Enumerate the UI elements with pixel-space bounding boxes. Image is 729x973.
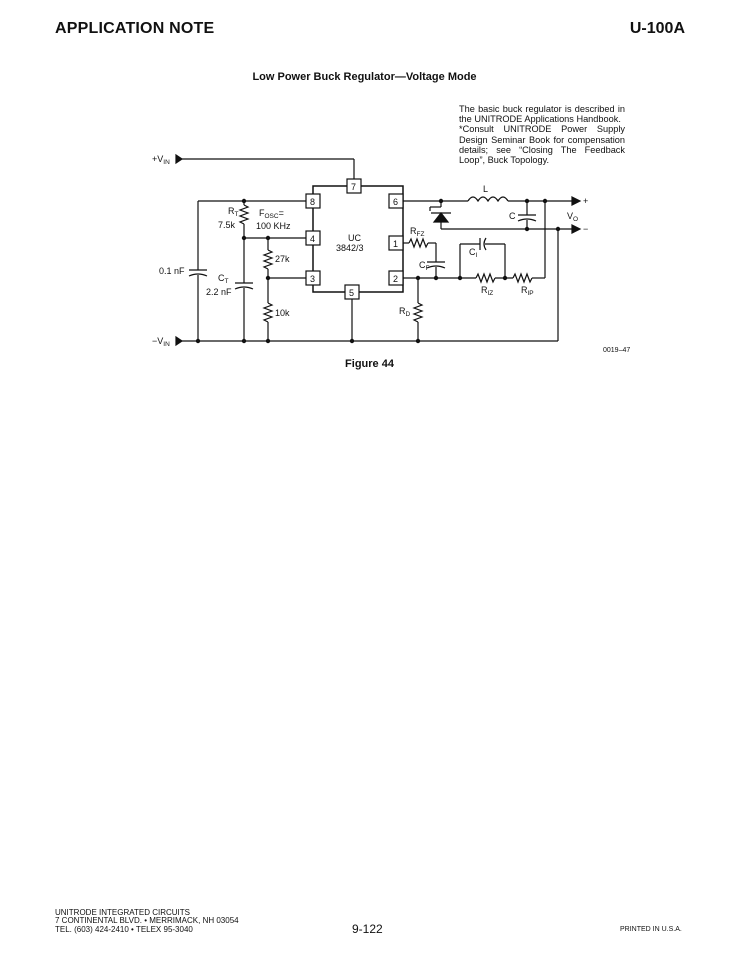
pin-8-label: 8 [310, 197, 315, 207]
fosc-label: FOSC= [259, 208, 284, 220]
pin-1-label: 1 [393, 239, 398, 249]
ct-value: 2.2 nF [206, 287, 232, 297]
buck-regulator-schematic: 7 8 4 3 5 6 1 2 +VIN −VIN UC 3842/3 RT 7… [152, 153, 588, 348]
footer-line-1: UNITRODE INTEGRATED CIRCUITS [55, 908, 190, 917]
description-note: The basic buck regulator is described in… [459, 104, 625, 165]
rd-label: RD [399, 306, 411, 318]
figure-label: Figure 44 [345, 358, 394, 370]
rip-label: RIP [521, 285, 534, 297]
rt-label: RT [228, 206, 239, 218]
pin-5-label: 5 [349, 288, 354, 298]
vo-label: VO [567, 211, 578, 223]
c-in-label: 0.1 nF [159, 266, 185, 276]
pin-4-label: 4 [310, 234, 315, 244]
header-title: APPLICATION NOTE [55, 20, 215, 37]
figure-code: 0019–47 [603, 347, 631, 354]
pin-3-label: 3 [310, 274, 315, 284]
pin-2-label: 2 [393, 274, 398, 284]
pin-7-label: 7 [351, 182, 356, 192]
ct-label: CT [218, 273, 229, 285]
fosc-value: 100 KHz [256, 221, 291, 231]
footer-address: UNITRODE INTEGRATED CIRCUITS 7 CONTINENT… [55, 908, 239, 934]
figure-title: Low Power Buck Regulator—Voltage Mode [252, 71, 477, 83]
output-plus-label: + [583, 196, 588, 206]
footer-line-2: 7 CONTINENTAL BLVD. • MERRIMACK, NH 0305… [55, 916, 239, 926]
page-number: 9-122 [352, 922, 383, 936]
note-line-1: The basic buck regulator is described in… [459, 104, 625, 125]
inductor-label: L [483, 184, 488, 194]
rfz-label: RFZ [410, 226, 424, 238]
c-out-label: C [509, 211, 516, 221]
r27k-label: 27k [275, 254, 290, 264]
vin-minus-label: −VIN [152, 336, 170, 348]
ic-name-line-1: UC [348, 233, 361, 243]
note-line-2: *Consult UNITRODE Power Supply Design Se… [459, 124, 625, 166]
rt-value: 7.5k [218, 220, 236, 230]
output-minus-label: − [583, 224, 588, 234]
cf-label: CF [419, 260, 430, 272]
vin-plus-label: +VIN [152, 154, 170, 166]
pin-6-label: 6 [393, 197, 398, 207]
ci-label: CI [469, 247, 478, 259]
ic-name-line-2: 3842/3 [336, 243, 364, 253]
r10k-label: 10k [275, 308, 290, 318]
riz-label: RIZ [481, 285, 493, 297]
printed-in: PRINTED IN U.S.A. [620, 926, 682, 933]
document-number: U-100A [629, 20, 685, 37]
footer-line-3: TEL. (603) 424-2410 • TELEX 95-3040 [55, 924, 193, 934]
